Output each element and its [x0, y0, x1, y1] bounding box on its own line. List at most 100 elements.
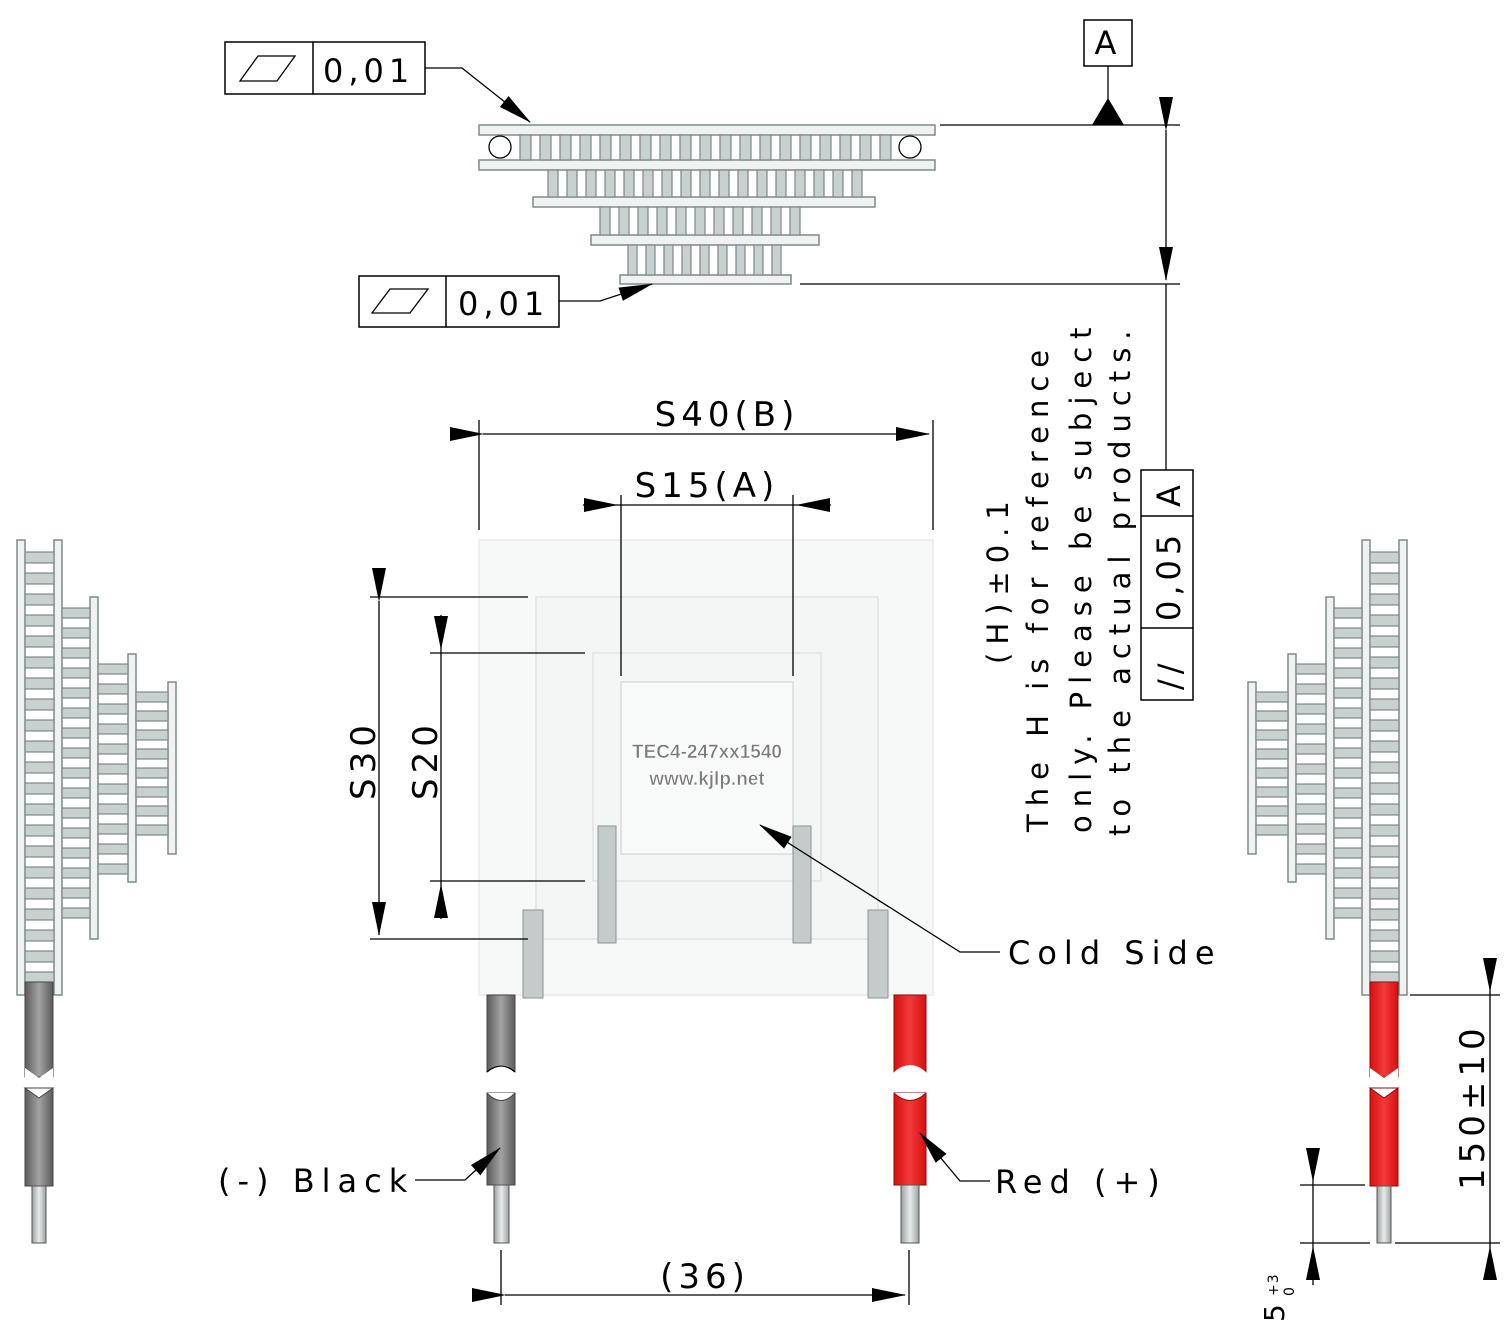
fin-element	[1295, 663, 1327, 675]
fin-element	[1333, 867, 1363, 879]
fin-element	[713, 206, 725, 236]
fin-element	[642, 169, 654, 198]
width-dimension-s15: S15(A)	[583, 466, 831, 676]
fin-element	[1333, 847, 1363, 859]
fin-element	[24, 845, 55, 858]
fin-element	[839, 134, 852, 161]
fin-element	[1255, 805, 1289, 817]
fin-element	[1369, 908, 1400, 921]
fin-element	[681, 244, 692, 276]
part-marking-model: TEC4-247xx1540	[632, 742, 782, 763]
fin-element	[1369, 929, 1400, 942]
flatness-bottom-value: 0,01	[458, 285, 549, 323]
fin-element	[663, 244, 674, 276]
fin-element	[799, 134, 812, 161]
svg-text:only. Please be subject: only. Please be subject	[1064, 319, 1098, 833]
fin-element	[1333, 787, 1363, 799]
fin-element	[656, 206, 668, 236]
fin-element	[771, 244, 782, 276]
thickness-label: (H)±0.1	[981, 493, 1015, 664]
fin-element	[1369, 950, 1400, 963]
fin-element	[879, 134, 892, 161]
fin-element	[97, 683, 129, 695]
fin-element	[1295, 863, 1327, 875]
fin-element	[24, 971, 55, 984]
fin-element	[737, 169, 749, 198]
fin-element	[1333, 707, 1363, 719]
fin-element	[699, 134, 712, 161]
fin-element	[1255, 824, 1289, 836]
fin-element	[639, 134, 652, 161]
fin-element	[24, 908, 55, 921]
fin-element	[61, 687, 91, 699]
fin-element	[1333, 627, 1363, 639]
fin-element	[24, 551, 55, 564]
fin-element	[61, 627, 91, 639]
fin-element	[61, 827, 91, 839]
fin-element	[717, 244, 728, 276]
fin-element	[61, 667, 91, 679]
flatness-callout-bottom: 0,01	[358, 275, 653, 328]
fin-element	[1369, 719, 1400, 732]
svg-text:Red (+): Red (+)	[995, 1163, 1167, 1201]
fin-element	[61, 907, 91, 919]
fin-element	[61, 767, 91, 779]
fin-element	[789, 206, 801, 236]
fin-element	[24, 656, 55, 669]
part-marking-url: www.kjlp.net	[648, 769, 765, 790]
svg-text:5: 5	[1258, 1299, 1291, 1322]
fin-element	[1369, 845, 1400, 858]
fin-element	[1255, 691, 1289, 703]
fin-element	[135, 748, 169, 760]
fin-element	[759, 134, 772, 161]
svg-text:The H is for reference: The H is for reference	[1021, 342, 1055, 833]
fin-element	[97, 703, 129, 715]
fin-element	[637, 206, 649, 236]
negative-lead-callout: (-) Black	[218, 1147, 501, 1200]
fin-element	[735, 244, 746, 276]
fin-element	[1369, 971, 1400, 984]
fin-element	[61, 847, 91, 859]
fin-element	[779, 134, 792, 161]
fin-element	[1369, 761, 1400, 774]
fin-element	[135, 786, 169, 798]
note-line-1: The H is for reference	[1021, 342, 1055, 833]
fin-element	[24, 929, 55, 942]
fin-element	[1255, 748, 1289, 760]
fin-element	[61, 647, 91, 659]
front-view: TEC4-247xx1540 www.kjlp.net	[478, 539, 934, 999]
lead-length-dimension: 150±10	[1395, 958, 1500, 1280]
flatness-icon	[370, 288, 430, 314]
fin-element	[770, 206, 782, 236]
fin-element	[135, 691, 169, 703]
fin-element	[97, 763, 129, 775]
fin-element	[1295, 723, 1327, 735]
fin-element	[1333, 887, 1363, 899]
fin-element	[775, 169, 787, 198]
fin-element	[24, 866, 55, 879]
flatness-icon	[238, 55, 297, 82]
flatness-top-value: 0,01	[323, 52, 414, 90]
fin-element	[851, 169, 863, 198]
fin-element	[24, 740, 55, 753]
fin-element	[61, 867, 91, 879]
fin-element	[599, 134, 612, 161]
fin-element	[61, 727, 91, 739]
fin-element	[1333, 827, 1363, 839]
fin-element	[1369, 866, 1400, 879]
parallelism-symbol: //	[1151, 658, 1189, 690]
fin-element	[1255, 786, 1289, 798]
fin-element	[24, 593, 55, 606]
svg-text:+3: +3	[1266, 1273, 1282, 1296]
fin-element	[751, 206, 763, 236]
parallelism-datum: A	[1150, 480, 1188, 507]
fin-element	[732, 206, 744, 236]
fin-element	[97, 723, 129, 735]
fin-element	[1369, 698, 1400, 711]
fin-element	[1333, 607, 1363, 619]
left-side-view	[16, 539, 177, 1244]
fin-element	[97, 783, 129, 795]
fin-element	[24, 824, 55, 837]
fin-element	[1369, 887, 1400, 900]
